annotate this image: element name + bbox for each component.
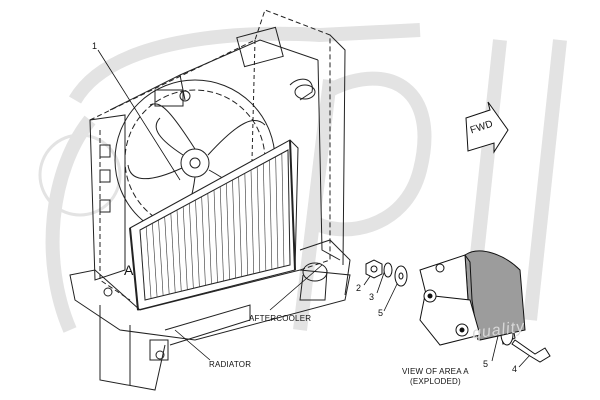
fin-line bbox=[226, 183, 230, 280]
mounting-bracket bbox=[419, 250, 526, 346]
left-upright bbox=[89, 114, 126, 281]
fin-line bbox=[263, 163, 267, 271]
fin-line bbox=[176, 209, 182, 292]
fin-line bbox=[219, 186, 224, 282]
core-fins bbox=[139, 149, 291, 301]
callout-5-lower: 5 bbox=[483, 359, 489, 369]
leader-lines bbox=[97, 49, 531, 368]
watermark-logo bbox=[38, 23, 567, 333]
callout-1: 1 bbox=[92, 41, 98, 51]
fin-line bbox=[164, 216, 170, 295]
area-a-marker: A bbox=[124, 262, 134, 278]
fin-line bbox=[152, 223, 158, 298]
washer-part-3 bbox=[383, 262, 393, 278]
fin-line bbox=[195, 199, 200, 287]
base-frame bbox=[69, 239, 351, 391]
aftercooler-core bbox=[129, 139, 299, 311]
fin-line bbox=[145, 226, 152, 299]
nut-part-2 bbox=[365, 259, 383, 279]
callout-3: 3 bbox=[369, 292, 375, 302]
aftercooler-label: AFTERCOOLER bbox=[249, 314, 312, 323]
fin-line bbox=[238, 176, 242, 277]
fin-line bbox=[281, 153, 285, 267]
fin-line bbox=[269, 159, 273, 270]
fin-line bbox=[201, 196, 206, 286]
callout-2: 2 bbox=[356, 283, 362, 293]
fin-line bbox=[158, 219, 164, 296]
fin-line bbox=[287, 149, 291, 266]
fin-line bbox=[244, 173, 249, 276]
view-label-line2: (EXPLODED) bbox=[410, 377, 461, 386]
washer-part-5-upper bbox=[394, 265, 408, 287]
view-label-line1: VIEW OF AREA A bbox=[402, 367, 469, 376]
fin-line bbox=[232, 179, 236, 279]
fin-line bbox=[170, 213, 176, 293]
fin-line bbox=[207, 193, 212, 284]
fin-line bbox=[182, 206, 188, 290]
bolt-part-4 bbox=[511, 339, 551, 363]
fin-line bbox=[256, 166, 261, 273]
fin-line bbox=[275, 156, 279, 268]
fin-line bbox=[139, 229, 146, 301]
callout-5-upper: 5 bbox=[378, 308, 384, 318]
fin-line bbox=[189, 203, 194, 289]
fin-line bbox=[213, 189, 218, 283]
radiator-label: RADIATOR bbox=[209, 360, 252, 369]
fwd-arrow bbox=[465, 101, 509, 154]
fin-line bbox=[250, 169, 255, 274]
callout-4: 4 bbox=[512, 364, 518, 374]
